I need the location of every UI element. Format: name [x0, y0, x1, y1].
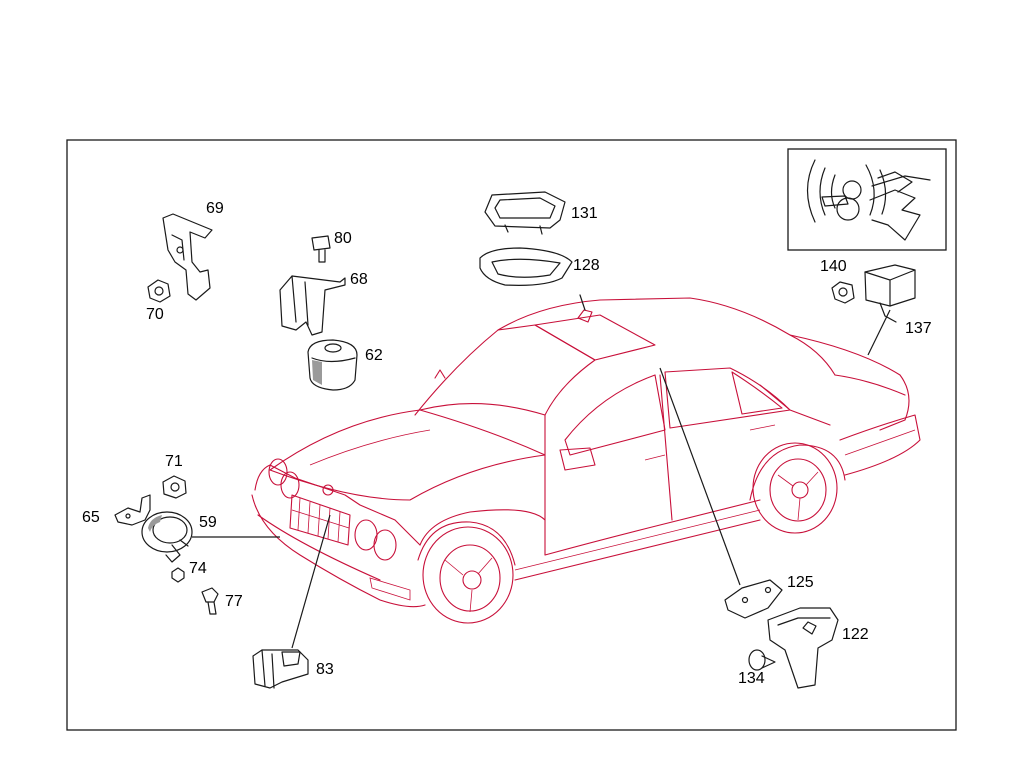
- diagram-frame: [66, 139, 957, 731]
- part-65-bracket: [114, 494, 151, 526]
- callout-125: 125: [787, 574, 814, 591]
- callout-74: 74: [189, 560, 207, 577]
- part-122-bracket: [767, 607, 839, 689]
- callout-71: 71: [165, 453, 183, 470]
- callout-69: 69: [206, 200, 224, 217]
- part-77-screw: [201, 587, 219, 615]
- vehicle-outline: [251, 297, 921, 624]
- callout-77: 77: [225, 593, 243, 610]
- part-137-module: [864, 264, 916, 356]
- callout-122: 122: [842, 626, 869, 643]
- part-70-nut: [147, 279, 171, 303]
- part-59-horn: [141, 511, 280, 563]
- part-68-bracket: [279, 275, 346, 336]
- callout-134: 134: [738, 670, 765, 687]
- part-140-nut: [831, 281, 855, 304]
- part-62-cover: [307, 339, 358, 391]
- part-134-screw: [748, 649, 776, 671]
- part-128-housing: [479, 247, 586, 311]
- callout-68: 68: [350, 271, 368, 288]
- part-69-bracket: [162, 213, 213, 301]
- part-131-frame: [484, 191, 566, 235]
- callout-70: 70: [146, 306, 164, 323]
- part-125-clip: [659, 367, 783, 619]
- callout-131: 131: [571, 205, 598, 222]
- callout-80: 80: [334, 230, 352, 247]
- part-71-nut: [162, 475, 187, 499]
- callout-62: 62: [365, 347, 383, 364]
- part-74-nut: [171, 567, 185, 583]
- callout-59: 59: [199, 514, 217, 531]
- callout-83: 83: [316, 661, 334, 678]
- part-83-holder: [252, 514, 331, 689]
- vehicle-detail-inset-icon: [787, 148, 947, 251]
- callout-65: 65: [82, 509, 100, 526]
- callout-128: 128: [573, 257, 600, 274]
- callout-137: 137: [905, 320, 932, 337]
- callout-140: 140: [820, 258, 847, 275]
- part-80-bolt: [311, 235, 331, 263]
